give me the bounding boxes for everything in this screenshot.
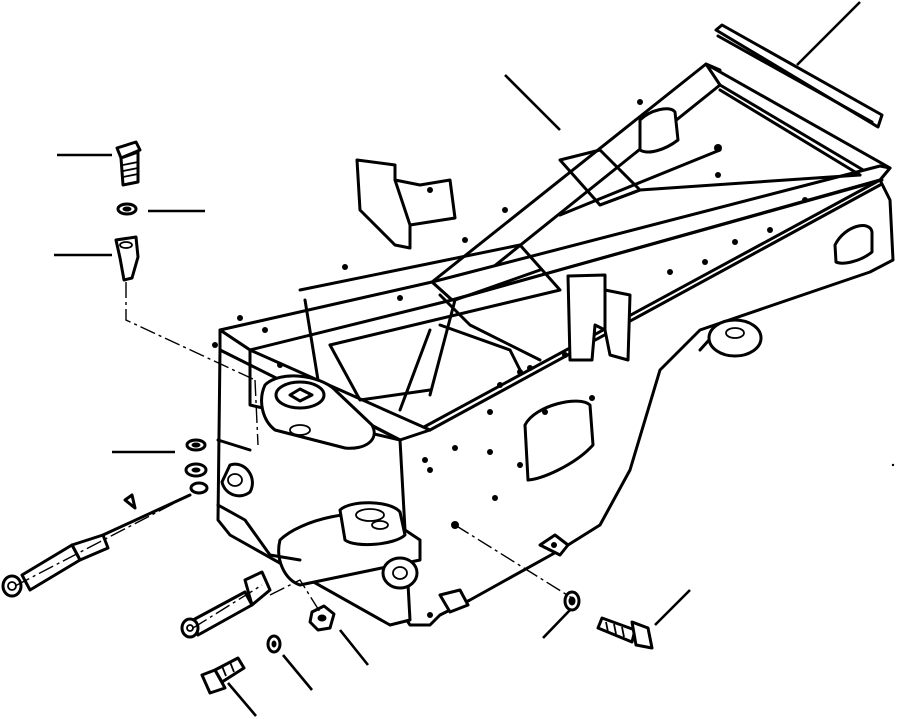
shim-washers bbox=[184, 438, 209, 495]
side-bolt bbox=[596, 616, 654, 650]
rear-cover-strip bbox=[714, 23, 884, 129]
assembly-center-lines bbox=[14, 282, 573, 629]
grease-fitting-bolt bbox=[115, 140, 142, 187]
bottom-washer bbox=[266, 634, 282, 654]
frame-holes bbox=[212, 99, 808, 618]
stray-dot bbox=[891, 463, 895, 467]
pivot-pin-sleeve bbox=[114, 235, 140, 282]
side-washer bbox=[563, 590, 581, 612]
lock-washer-top bbox=[116, 202, 138, 216]
leader-lines bbox=[54, 1, 861, 717]
main-frame bbox=[212, 62, 895, 627]
bottom-nut bbox=[308, 604, 336, 632]
bottom-bolt bbox=[200, 656, 246, 695]
